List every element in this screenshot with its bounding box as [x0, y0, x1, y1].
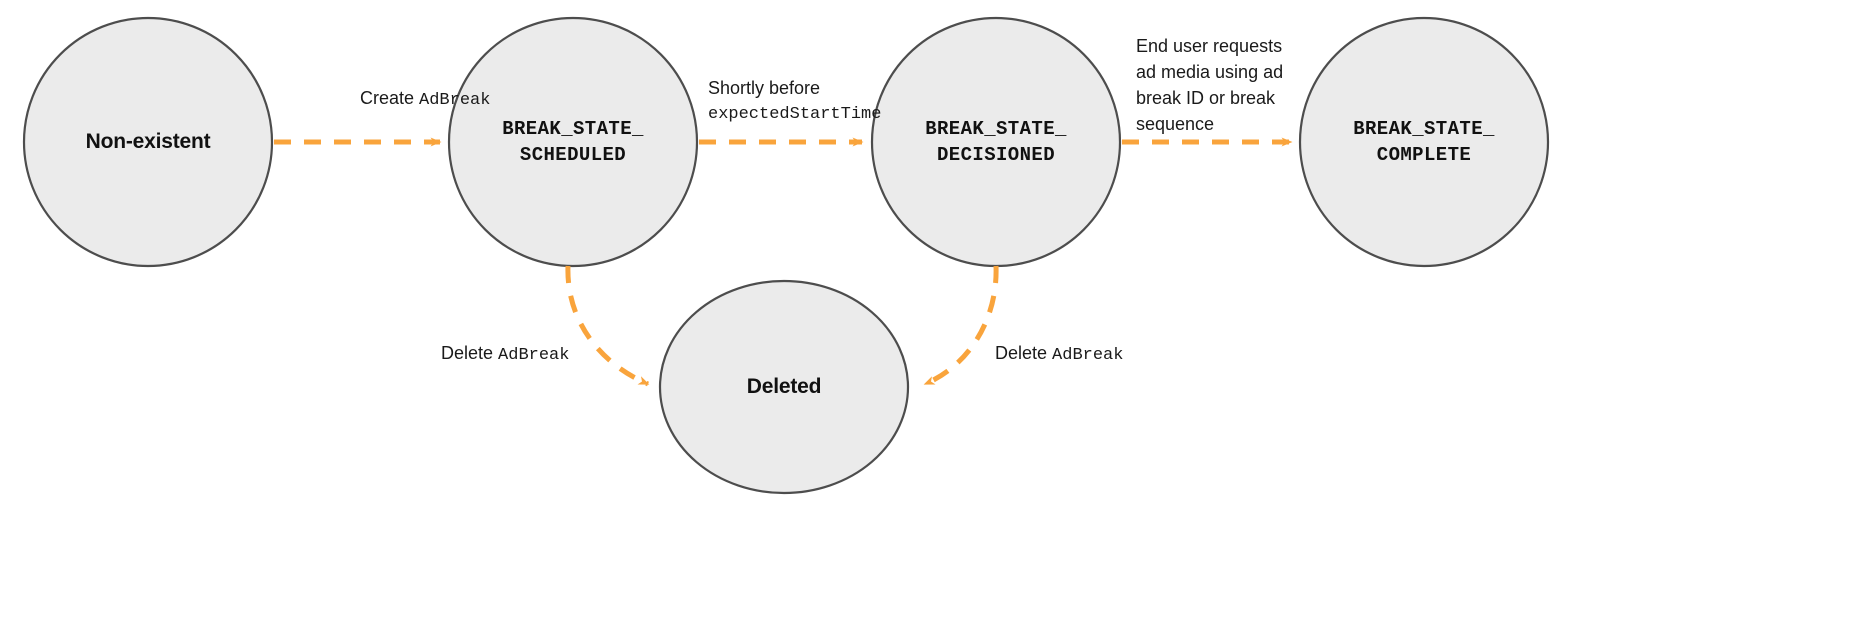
node-deleted[interactable] — [658, 279, 910, 495]
node-break-state-complete[interactable] — [1298, 16, 1550, 268]
node-non-existent[interactable] — [22, 16, 274, 268]
node-break-state-scheduled[interactable] — [447, 16, 699, 268]
node-break-state-decisioned[interactable] — [870, 16, 1122, 268]
edge-delete-adbreak-from-scheduled[interactable] — [565, 265, 650, 387]
edge-delete-adbreak-from-decisioned[interactable] — [923, 265, 999, 387]
